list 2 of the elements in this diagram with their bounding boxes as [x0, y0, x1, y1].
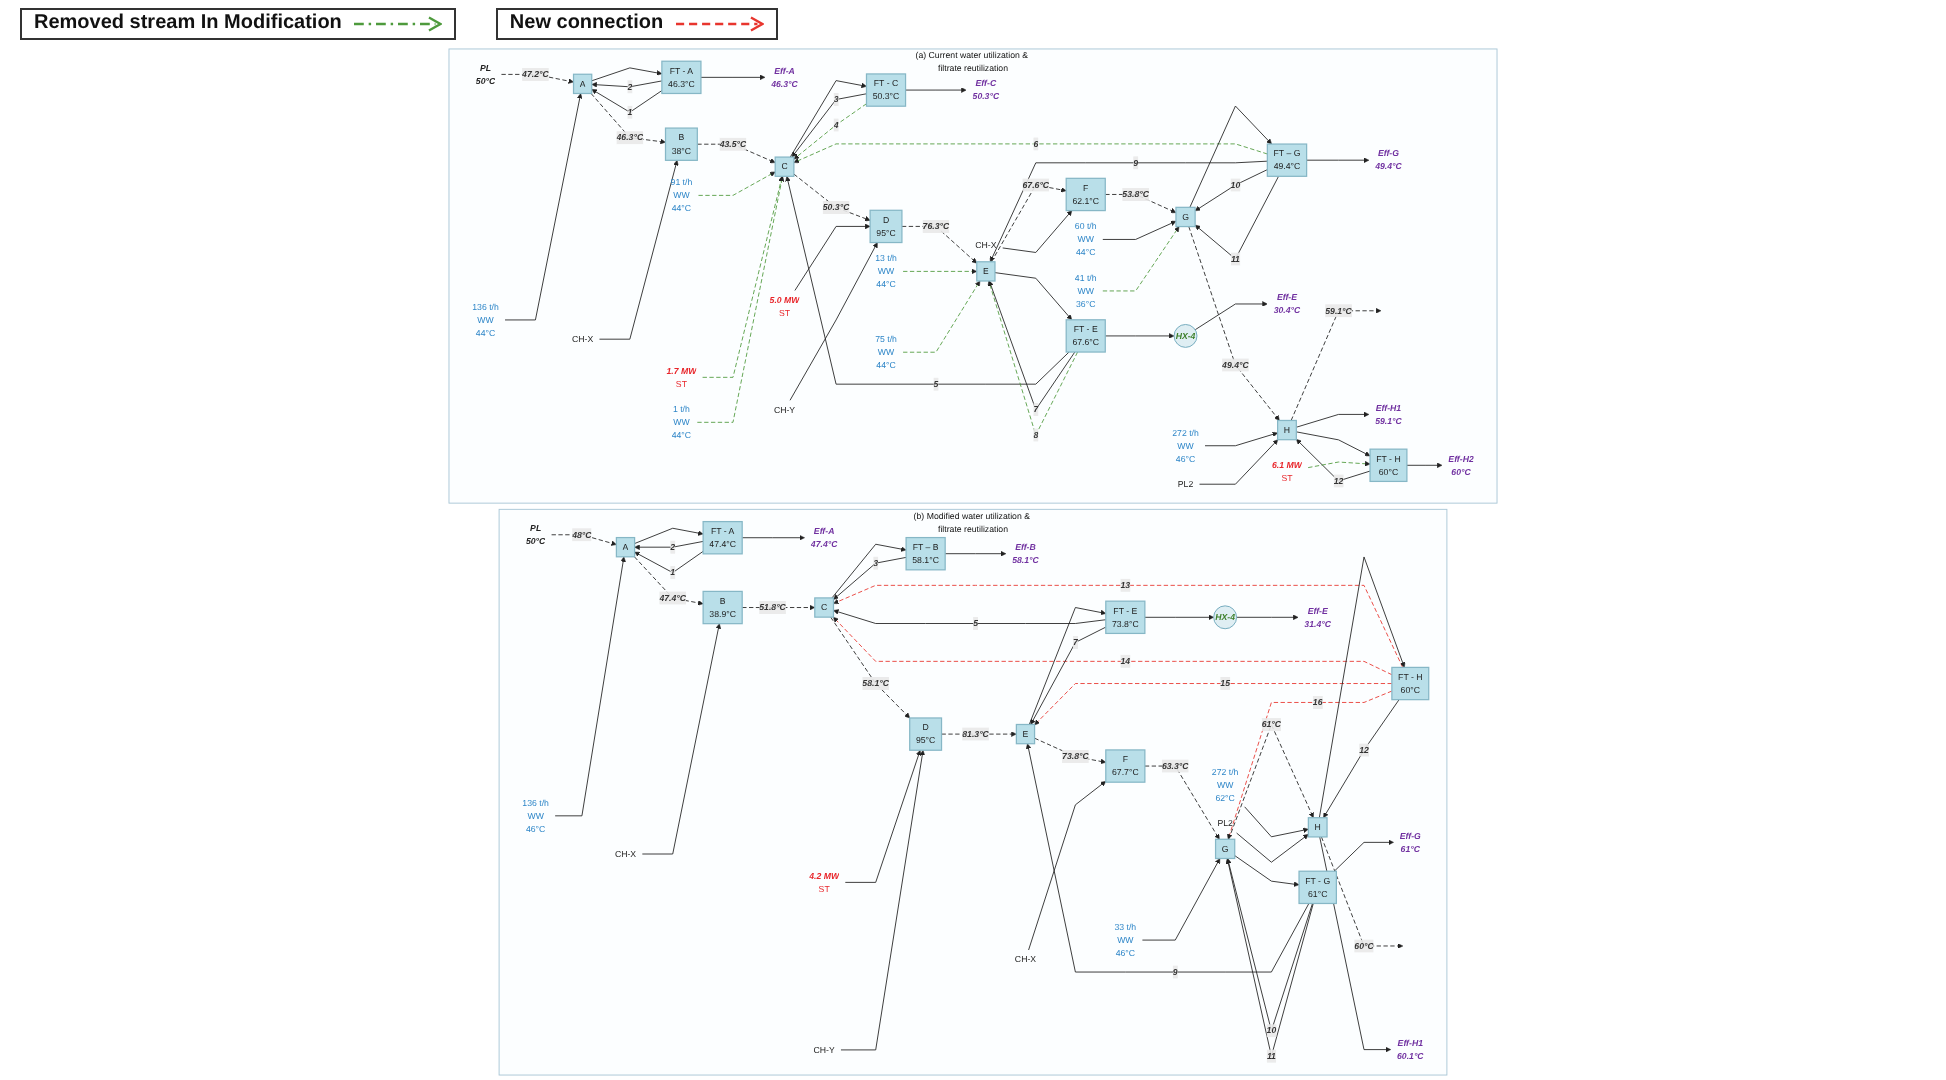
legend-text: Removed stream In Modification: [34, 10, 342, 38]
legend-text: New connection: [509, 10, 664, 38]
